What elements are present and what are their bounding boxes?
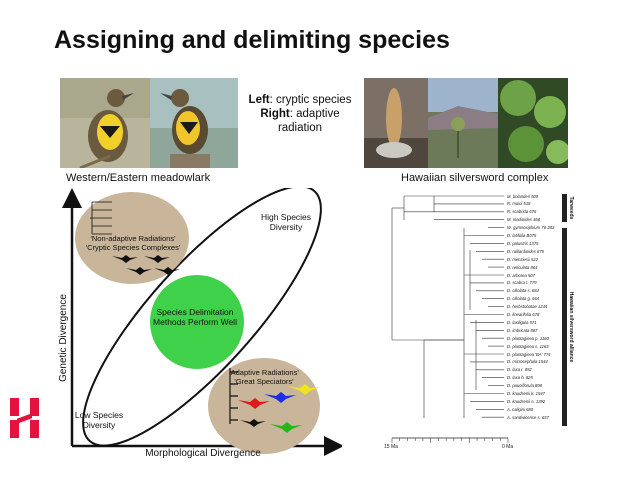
silversword-photo-1 <box>364 78 428 168</box>
tarweeds-bar <box>562 194 567 222</box>
y-axis-label: Genetic Divergence <box>58 294 69 382</box>
tree-leaf: D. plantaginea s. 1163 <box>507 344 549 349</box>
center-label: Species Delimitation Methods Perform Wel… <box>152 307 238 327</box>
tree-leaf: M. bolanderi 509 <box>507 194 538 199</box>
tree-leaf: A. sandwicense s. 657 <box>507 415 549 420</box>
bottom-blob-label: 'Adaptive Radiations' 'Great Speciators' <box>226 368 302 386</box>
tree-leaf: D. imbricata 887 <box>507 328 538 333</box>
tarweeds-label: Tarweeds <box>568 197 574 220</box>
left-caption: Western/Eastern meadowlark <box>66 172 210 184</box>
right-caption: Hawaiian silversword complex <box>401 172 548 184</box>
tree-leaf: D. laxiligula 571 <box>507 320 537 325</box>
note-left-bold: Left <box>249 94 270 106</box>
tree-leaf: D. laxa h. 825 <box>507 375 533 380</box>
silversword-bar <box>562 228 567 426</box>
tree-leaf: D. knudsenii k. 1547 <box>507 391 545 396</box>
tree-leaf: D. laxa r. 892 <box>507 367 532 372</box>
tree-leaf: D. ciliolata s. 684 <box>507 288 539 293</box>
tree-leaf: D. ciliolata g. 664 <box>507 296 539 301</box>
note-right-bold: Right <box>260 108 289 120</box>
tree-leaf: D. plantaginea p. 1160 <box>507 336 549 341</box>
scale-right-label: 0 Ma <box>502 444 513 450</box>
slide-title: Assigning and delimiting species <box>54 26 450 55</box>
scale-left-label: 15 Ma <box>384 444 398 450</box>
note-text: Left: cryptic species Right: adaptive ra… <box>246 93 354 135</box>
tree-leaf: R. scabrida 676 <box>507 209 536 214</box>
high-diversity-label: High Species Diversity <box>256 212 316 232</box>
tree-leaf: D. latifolia B075 <box>507 233 536 238</box>
low-diversity-label: Low Species Diversity <box>72 410 126 430</box>
tree-leaf: D. knudsenii n. 1392 <box>507 399 545 404</box>
tree-leaf: M. madioides 468 <box>507 217 540 222</box>
x-axis-label: Morphological Divergence <box>118 449 288 459</box>
tree-leaf: D. scabra t. 779 <box>507 280 537 285</box>
tree-leaf: D. reticulata 864 <box>507 265 538 270</box>
tree-leaf: R. muirii 518 <box>507 201 531 206</box>
silversword-photo-3 <box>498 78 568 168</box>
tree-leaf: D. herbstobatae 1244 <box>507 304 547 309</box>
tree-leaf: A. caligini 680 <box>507 407 533 412</box>
tree-leaf: D. menziesii 522 <box>507 257 538 262</box>
tree-leaf: D. raillardioides 875 <box>507 249 544 254</box>
silversword-photo-2 <box>428 78 498 168</box>
tree-leaf: D. linearifolia 678 <box>507 312 539 317</box>
logo <box>8 396 42 440</box>
meadowlark-photo-eastern <box>150 78 238 168</box>
tree-leaf: D. arborea 507 <box>507 273 535 278</box>
tree-leaf: D. plantaginea 'BA' 774 <box>507 352 551 357</box>
top-blob-label: 'Non-adaptive Radiations' 'Cryptic Speci… <box>78 234 188 252</box>
tree-leaf: W. gymnoxiphium 76-283 <box>507 225 554 230</box>
tree-leaf: D. pauciflorula 898 <box>507 383 542 388</box>
silversword-label: Hawaiian silversword alliance <box>568 292 574 363</box>
tree-leaf: D. microcephala 1544 <box>507 359 548 364</box>
note-left-text: : cryptic species <box>270 94 352 106</box>
tree-leaf: D. palustris 1375 <box>507 241 538 246</box>
meadowlark-photo-western <box>60 78 150 168</box>
